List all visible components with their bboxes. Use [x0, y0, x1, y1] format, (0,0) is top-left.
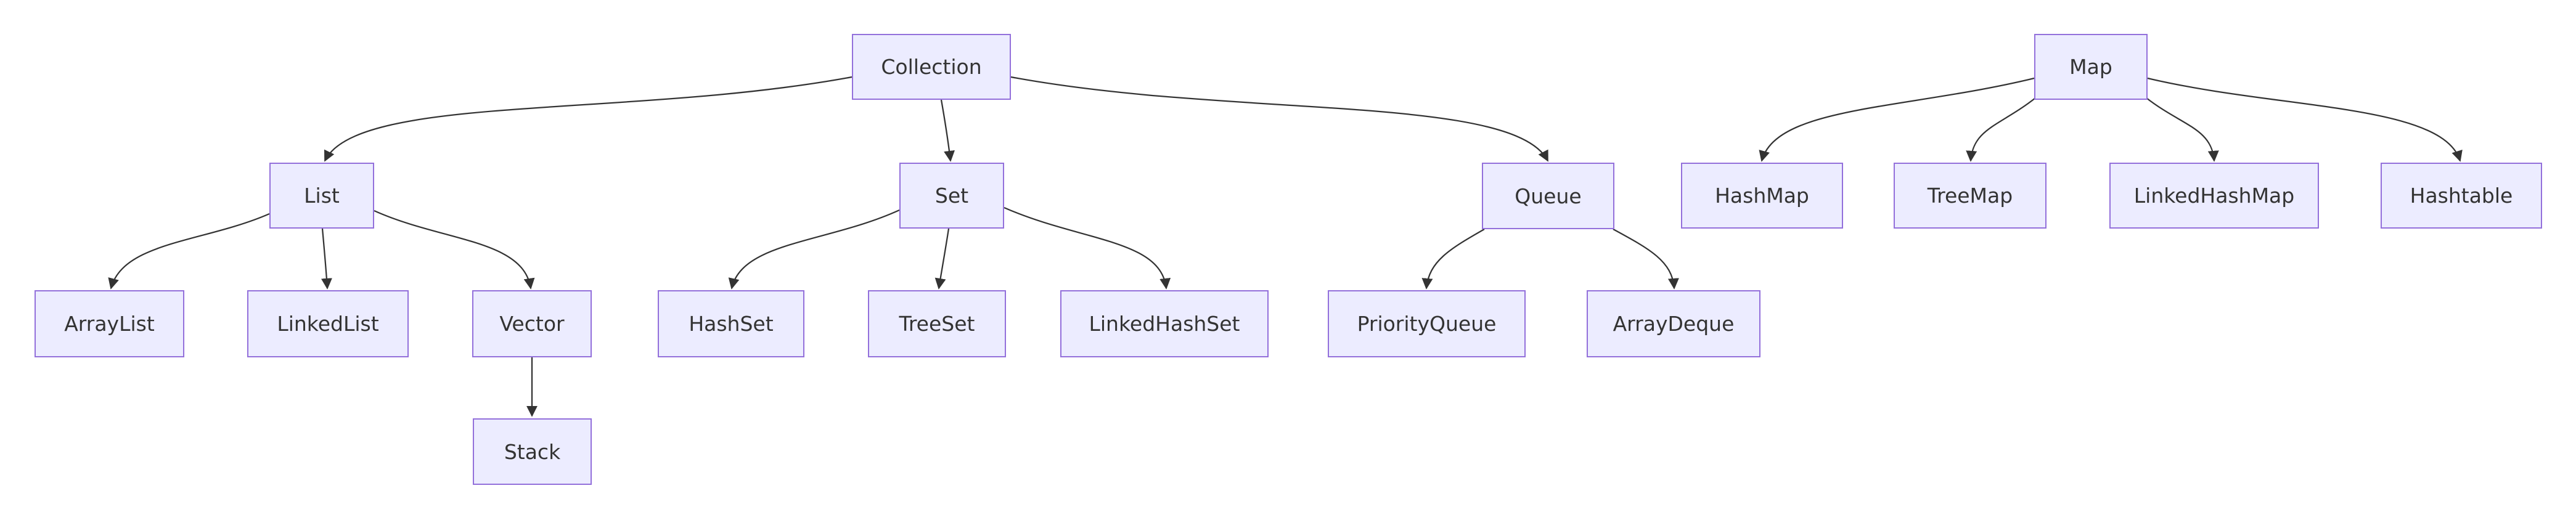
edge-set-treeset — [934, 228, 950, 290]
node-label-set: Set — [934, 184, 969, 208]
node-linkedhashset: LinkedHashSet — [1060, 290, 1269, 357]
node-label-arraydeque: ArrayDeque — [1613, 312, 1735, 336]
edge-collection-set — [940, 99, 955, 162]
edge-queue-arraydeque — [1613, 229, 1679, 290]
edge-list-arraylist — [108, 213, 270, 290]
node-hashmap: HashMap — [1681, 163, 1843, 229]
edge-map-hashmap — [1759, 77, 2035, 162]
edge-set-hashset — [728, 209, 900, 290]
edge-set-linkedhashset — [1004, 206, 1171, 290]
node-stack: Stack — [473, 418, 592, 485]
node-arraylist: ArrayList — [35, 290, 184, 357]
node-label-stack: Stack — [504, 439, 561, 464]
node-vector: Vector — [472, 290, 592, 357]
node-label-linkedhashmap: LinkedHashMap — [2133, 184, 2295, 208]
node-hashset: HashSet — [658, 290, 804, 357]
edge-map-hashtable — [2147, 77, 2463, 162]
node-hashtable: Hashtable — [2381, 163, 2542, 229]
node-set: Set — [899, 163, 1004, 229]
node-arraydeque: ArrayDeque — [1587, 290, 1760, 357]
node-collection: Collection — [852, 34, 1011, 100]
node-label-priorityqueue: PriorityQueue — [1357, 312, 1497, 336]
node-label-hashset: HashSet — [689, 312, 774, 336]
edge-queue-priorityqueue — [1421, 229, 1485, 290]
node-label-vector: Vector — [499, 312, 565, 336]
node-label-map: Map — [2069, 55, 2112, 79]
edge-collection-queue — [1010, 76, 1548, 162]
node-label-collection: Collection — [881, 55, 982, 79]
node-label-linkedlist: LinkedList — [277, 312, 379, 336]
edge-list-vector — [374, 209, 535, 290]
node-label-treemap: TreeMap — [1927, 184, 2013, 208]
edge-map-linkedhashmap — [2146, 97, 2219, 162]
edge-collection-list — [324, 76, 853, 162]
node-label-hashtable: Hashtable — [2410, 184, 2513, 208]
node-label-queue: Queue — [1515, 184, 1582, 208]
edge-map-treemap — [1966, 97, 2036, 162]
node-treemap: TreeMap — [1894, 163, 2046, 229]
edge-list-linkedlist — [321, 228, 332, 290]
node-label-hashmap: HashMap — [1715, 184, 1809, 208]
node-label-list: List — [304, 184, 340, 208]
node-label-arraylist: ArrayList — [64, 312, 155, 336]
node-list: List — [269, 163, 374, 229]
node-map: Map — [2034, 34, 2148, 100]
node-queue: Queue — [1482, 163, 1614, 229]
node-priorityqueue: PriorityQueue — [1328, 290, 1526, 357]
node-linkedlist: LinkedList — [247, 290, 409, 357]
node-treeset: TreeSet — [868, 290, 1006, 357]
node-label-treeset: TreeSet — [899, 312, 975, 336]
node-label-linkedhashset: LinkedHashSet — [1089, 312, 1240, 336]
node-linkedhashmap: LinkedHashMap — [2109, 163, 2319, 229]
